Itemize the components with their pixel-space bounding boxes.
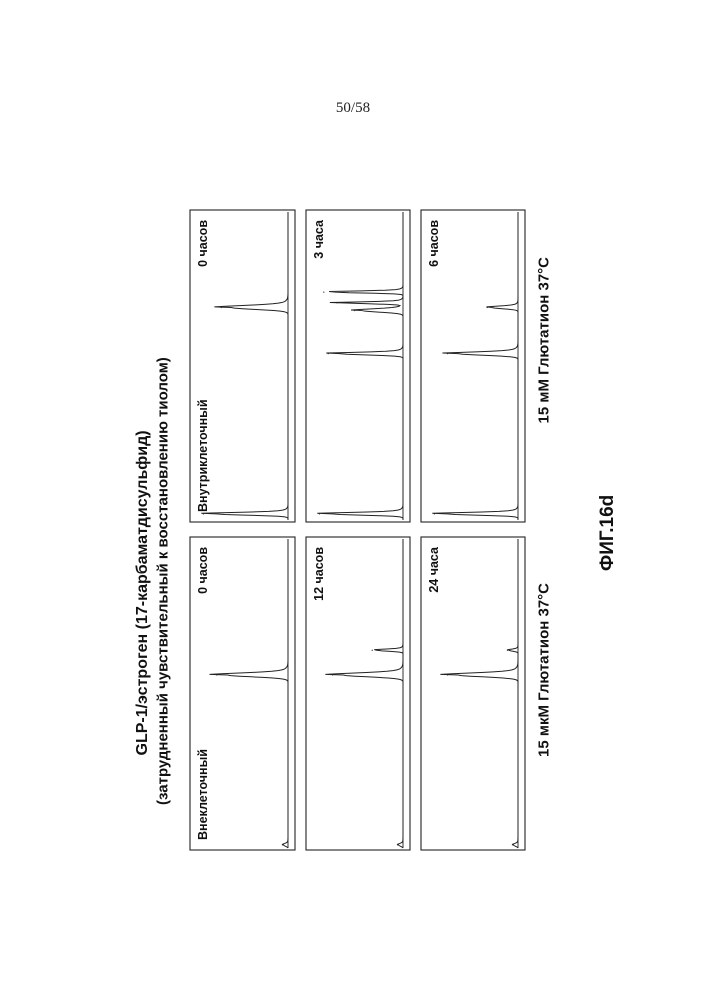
peak-mark bbox=[447, 353, 448, 354]
panel-time-label: 0 часов bbox=[196, 547, 210, 594]
chromatogram-panel: Внутриклеточный 0 часов bbox=[190, 210, 295, 522]
chromatogram-trace bbox=[317, 212, 403, 520]
chromatogram-panel: Внеклеточный 0 часов bbox=[190, 537, 295, 850]
peak-mark bbox=[507, 650, 508, 651]
peak-mark bbox=[332, 674, 333, 675]
chromatogram-panel: 24 часа bbox=[421, 537, 525, 850]
peak-mark bbox=[354, 310, 355, 311]
panel-category-label: Внутриклеточный bbox=[196, 399, 210, 512]
chromatogram-panel: 6 часов bbox=[421, 210, 525, 522]
peak-mark bbox=[282, 844, 283, 845]
panel-category-label: Внеклеточный bbox=[196, 749, 210, 840]
panel-time-label: 3 часа bbox=[312, 219, 326, 259]
chromatogram-trace bbox=[440, 539, 518, 848]
chromatogram-trace bbox=[432, 212, 518, 520]
chromatogram-trace bbox=[209, 539, 288, 848]
chromatogram-trace bbox=[201, 212, 288, 520]
panel-time-label: 24 часа bbox=[427, 546, 441, 593]
peak-mark bbox=[328, 353, 329, 354]
chromatogram-trace bbox=[325, 539, 403, 848]
panel-time-label: 0 часов bbox=[196, 220, 210, 267]
peak-mark bbox=[319, 513, 320, 514]
peak-mark bbox=[323, 291, 324, 292]
peak-mark bbox=[221, 307, 222, 308]
peak-mark bbox=[203, 513, 204, 514]
panel-time-label: 12 часов bbox=[312, 547, 326, 601]
peak-mark bbox=[434, 513, 435, 514]
peak-mark bbox=[216, 674, 217, 675]
peak-mark bbox=[447, 674, 448, 675]
chromatogram-panel: 12 часов bbox=[306, 537, 410, 850]
chromatogram-panel: 3 часа bbox=[306, 210, 410, 522]
panel-time-label: 6 часов bbox=[427, 220, 441, 267]
peak-mark bbox=[372, 650, 373, 651]
peak-mark bbox=[512, 844, 513, 845]
peak-mark bbox=[397, 844, 398, 845]
peak-mark bbox=[336, 302, 337, 303]
peak-mark bbox=[487, 307, 488, 308]
